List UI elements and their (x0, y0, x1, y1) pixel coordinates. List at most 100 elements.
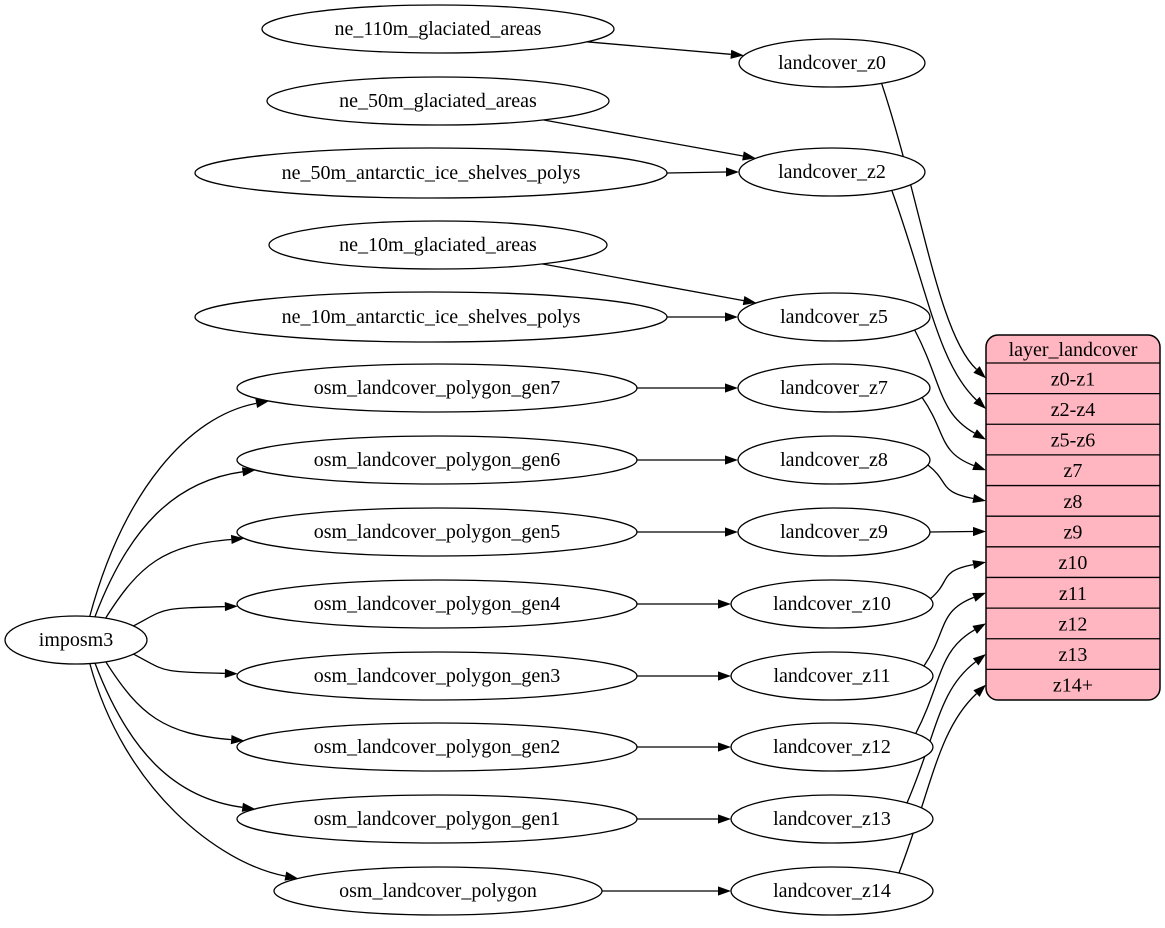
node-label: landcover_z8 (780, 449, 888, 471)
edge-landcover_z10-layer_landcover-row6 (930, 560, 986, 600)
node-ellipse (268, 220, 608, 270)
node-label: ne_50m_glaciated_areas (339, 90, 537, 112)
node-ellipse (261, 4, 615, 54)
node-landcover_z12: landcover_z12 (730, 722, 934, 772)
edge-osm_landcover_polygon_gen7-landcover_z7 (637, 383, 738, 393)
node-label: osm_landcover_polygon_gen4 (314, 593, 561, 615)
node-landcover_z13: landcover_z13 (730, 794, 934, 844)
edge-landcover_z14-layer_landcover-row10 (898, 684, 986, 874)
record-row-z7: z7 (1064, 460, 1083, 482)
node-label: ne_10m_antarctic_ice_shelves_polys (282, 306, 581, 328)
node-ellipse (266, 76, 610, 126)
node-label: landcover_z13 (773, 808, 891, 830)
edges-layer (89, 41, 986, 896)
node-ellipse (236, 507, 638, 557)
edge-path (89, 402, 257, 617)
node-landcover_z8: landcover_z8 (737, 435, 931, 485)
node-ellipse (738, 147, 926, 197)
edge-path (921, 397, 975, 467)
arrowhead (972, 560, 986, 570)
node-label: ne_50m_antarctic_ice_shelves_polys (282, 162, 581, 184)
edge-path (133, 605, 225, 627)
arrowhead (230, 534, 245, 545)
edge-path (105, 538, 232, 619)
arrowhead (255, 398, 270, 408)
arrowhead (973, 396, 986, 409)
edge-path (923, 596, 975, 667)
record-row-z11: z11 (1059, 583, 1087, 605)
edge-path (891, 190, 977, 401)
node-label: landcover_z10 (773, 593, 891, 615)
edge-path (89, 663, 286, 877)
node-landcover_z5: landcover_z5 (737, 292, 931, 342)
edge-path (586, 41, 731, 55)
node-ne_50m_glaciated_areas: ne_50m_glaciated_areas (266, 76, 610, 126)
arrowhead (972, 623, 986, 634)
arrowhead (725, 455, 738, 465)
node-ellipse (737, 435, 931, 485)
record-row-z12: z12 (1059, 613, 1088, 635)
node-label: landcover_z9 (780, 521, 888, 543)
record-row-z5-z6: z5-z6 (1051, 430, 1095, 452)
edge-osm_landcover_polygon_gen4-landcover_z10 (637, 599, 731, 609)
node-label: landcover_z7 (780, 377, 888, 399)
edge-imposm3-osm_landcover_polygon_gen4 (133, 601, 238, 627)
edge-landcover_z12-layer_landcover-row8 (915, 623, 986, 734)
node-osm_landcover_polygon_gen7: osm_landcover_polygon_gen7 (236, 363, 638, 413)
node-label: osm_landcover_polygon (339, 880, 537, 902)
edge-landcover_z0-layer_landcover-row0 (880, 83, 986, 379)
node-ellipse (738, 38, 926, 88)
node-label: landcover_z12 (773, 736, 891, 758)
arrowhead (972, 493, 986, 503)
edge-path (880, 83, 977, 370)
node-ellipse (730, 651, 934, 701)
node-ellipse (4, 615, 148, 665)
node-label: landcover_z11 (774, 665, 891, 687)
arrowhead (224, 601, 238, 612)
edge-ne_10m_antarctic_ice_shelves_polys-landcover_z5 (667, 312, 738, 322)
arrowhead (718, 599, 731, 609)
edge-imposm3-osm_landcover_polygon_gen6 (94, 467, 256, 618)
node-osm_landcover_polygon_gen5: osm_landcover_polygon_gen5 (236, 507, 638, 557)
arrowhead (725, 312, 738, 322)
node-ne_110m_glaciated_areas: ne_110m_glaciated_areas (261, 4, 615, 54)
arrowhead (973, 526, 986, 537)
node-landcover_z2: landcover_z2 (738, 147, 926, 197)
node-osm_landcover_polygon_gen6: osm_landcover_polygon_gen6 (236, 435, 638, 485)
node-ellipse (236, 579, 638, 629)
node-landcover_z0: landcover_z0 (738, 38, 926, 88)
node-osm_landcover_polygon_gen2: osm_landcover_polygon_gen2 (236, 722, 638, 772)
arrowhead (718, 886, 731, 896)
edge-path (929, 530, 974, 533)
node-label: ne_110m_glaciated_areas (335, 18, 542, 40)
node-osm_landcover_polygon_gen4: osm_landcover_polygon_gen4 (236, 579, 638, 629)
record-row-z14+: z14+ (1053, 675, 1093, 697)
node-osm_landcover_polygon_gen3: osm_landcover_polygon_gen3 (236, 651, 638, 701)
node-ellipse (737, 507, 931, 557)
node-landcover_z9: landcover_z9 (737, 507, 931, 557)
record-row-z9: z9 (1064, 522, 1083, 544)
node-ellipse (236, 651, 638, 701)
edge-osm_landcover_polygon_gen3-landcover_z11 (637, 671, 731, 681)
edge-imposm3-osm_landcover_polygon_gen7 (89, 398, 270, 617)
edge-path (914, 329, 976, 434)
edge-ne_50m_glaciated_areas-landcover_z2 (542, 119, 756, 161)
node-ellipse (737, 363, 931, 413)
arrowhead (224, 668, 238, 679)
node-ellipse (194, 147, 668, 199)
edge-path (542, 119, 744, 157)
node-label: osm_landcover_polygon_gen6 (314, 449, 561, 471)
record-node-layer_landcover: layer_landcoverz0-z1z2-z4z5-z6z7z8z9z10z… (985, 334, 1161, 701)
node-imposm3: imposm3 (4, 615, 148, 665)
edge-path (133, 653, 225, 675)
edge-imposm3-osm_landcover_polygon (89, 663, 299, 881)
node-ellipse (236, 435, 638, 485)
record-outline (985, 334, 1161, 701)
arrowhead (725, 383, 738, 393)
edge-path (915, 629, 976, 734)
record-row-z0-z1: z0-z1 (1051, 368, 1095, 390)
node-label: osm_landcover_polygon_gen1 (314, 808, 561, 830)
node-landcover_z10: landcover_z10 (730, 579, 934, 629)
